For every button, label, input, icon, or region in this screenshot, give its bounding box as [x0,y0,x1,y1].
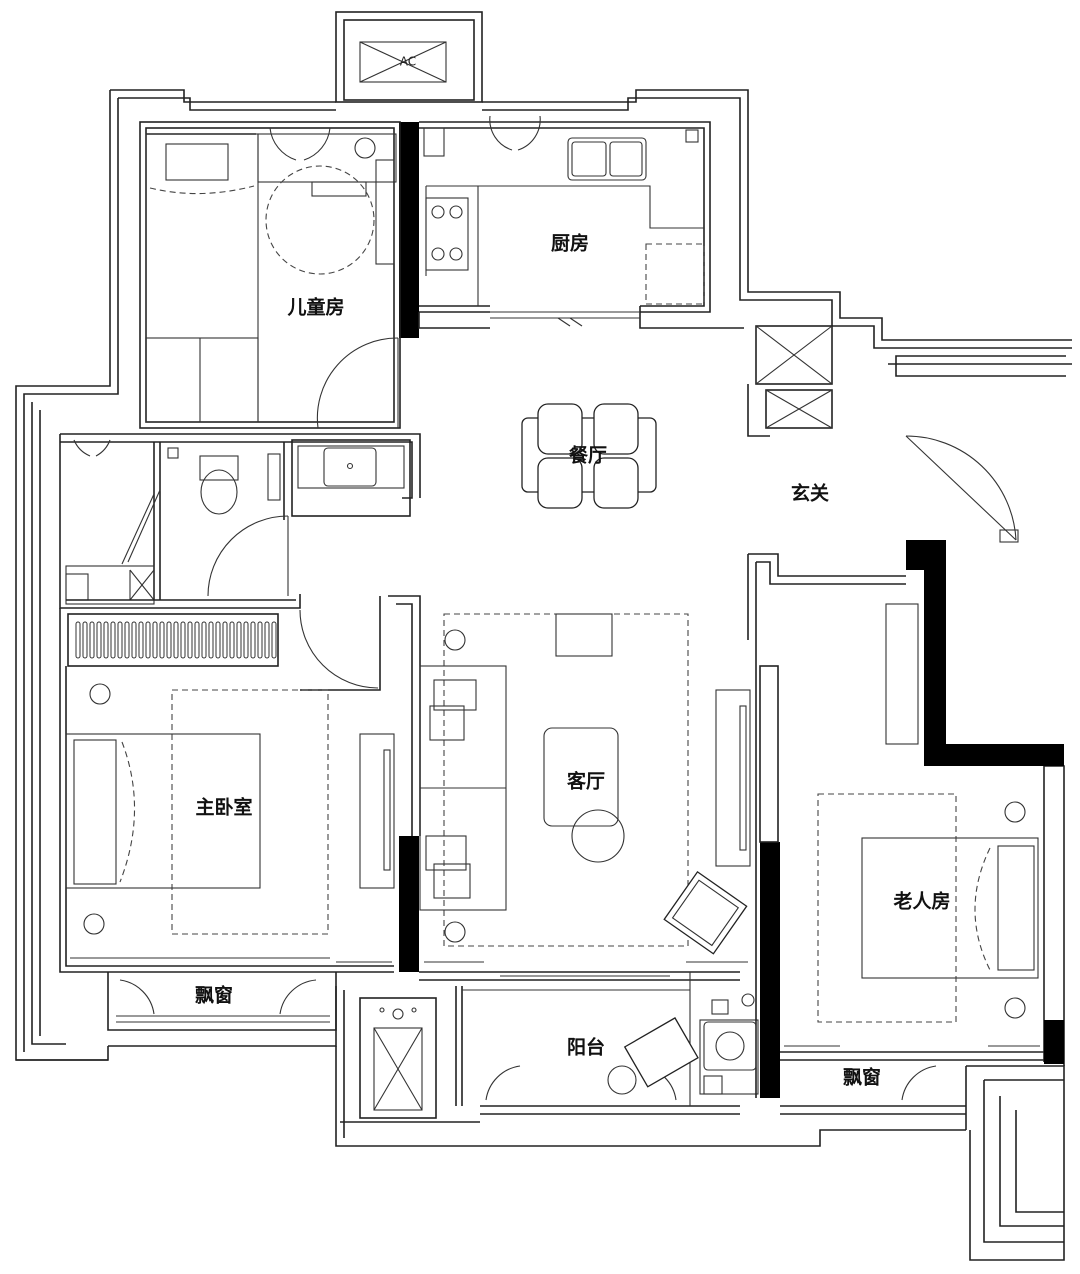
room-label-kids: 儿童房 [286,296,344,319]
interior-walls [59,121,1044,1130]
hanger [180,621,186,659]
hanger [201,621,207,659]
hanger [159,621,165,659]
hanger [75,621,81,659]
hanger [271,621,277,659]
room-label-dining: 餐厅 [569,444,607,467]
room-label-living: 客厅 [567,770,605,793]
hanger [117,621,123,659]
hanger [194,621,200,659]
hanger [89,621,95,659]
hanger [138,621,144,659]
room-label-bay-window-left: 飘窗 [195,984,233,1007]
wardrobe-hangers [75,621,277,659]
outer-walls [15,11,1072,1261]
room-label-kitchen: 厨房 [551,232,589,255]
hanger [187,621,193,659]
ac-outlet-icons [83,137,1026,1019]
hanger [208,621,214,659]
hanger [103,621,109,659]
hanger [82,621,88,659]
hanger [243,621,249,659]
hanger [264,621,270,659]
hanger [236,621,242,659]
hanger [131,621,137,659]
hanger [145,621,151,659]
hanger [250,621,256,659]
hanger [222,621,228,659]
hanger [215,621,221,659]
room-label-elderly: 老人房 [893,890,950,913]
room-label-balcony: 阳台 [567,1036,605,1059]
hanger [124,621,130,659]
hanger [229,621,235,659]
hanger [110,621,116,659]
hanger [152,621,158,659]
hanger [166,621,172,659]
hanger [257,621,263,659]
room-label-bay-window-right: 飘窗 [843,1066,881,1089]
ac-label: AC [400,55,416,69]
room-label-entrance: 玄关 [791,482,829,505]
room-label-master-bedroom: 主卧室 [195,796,252,819]
hanger [96,621,102,659]
furniture [65,127,1040,1095]
doors [73,115,1019,1101]
solid-walls [399,122,1064,1098]
hanger [173,621,179,659]
